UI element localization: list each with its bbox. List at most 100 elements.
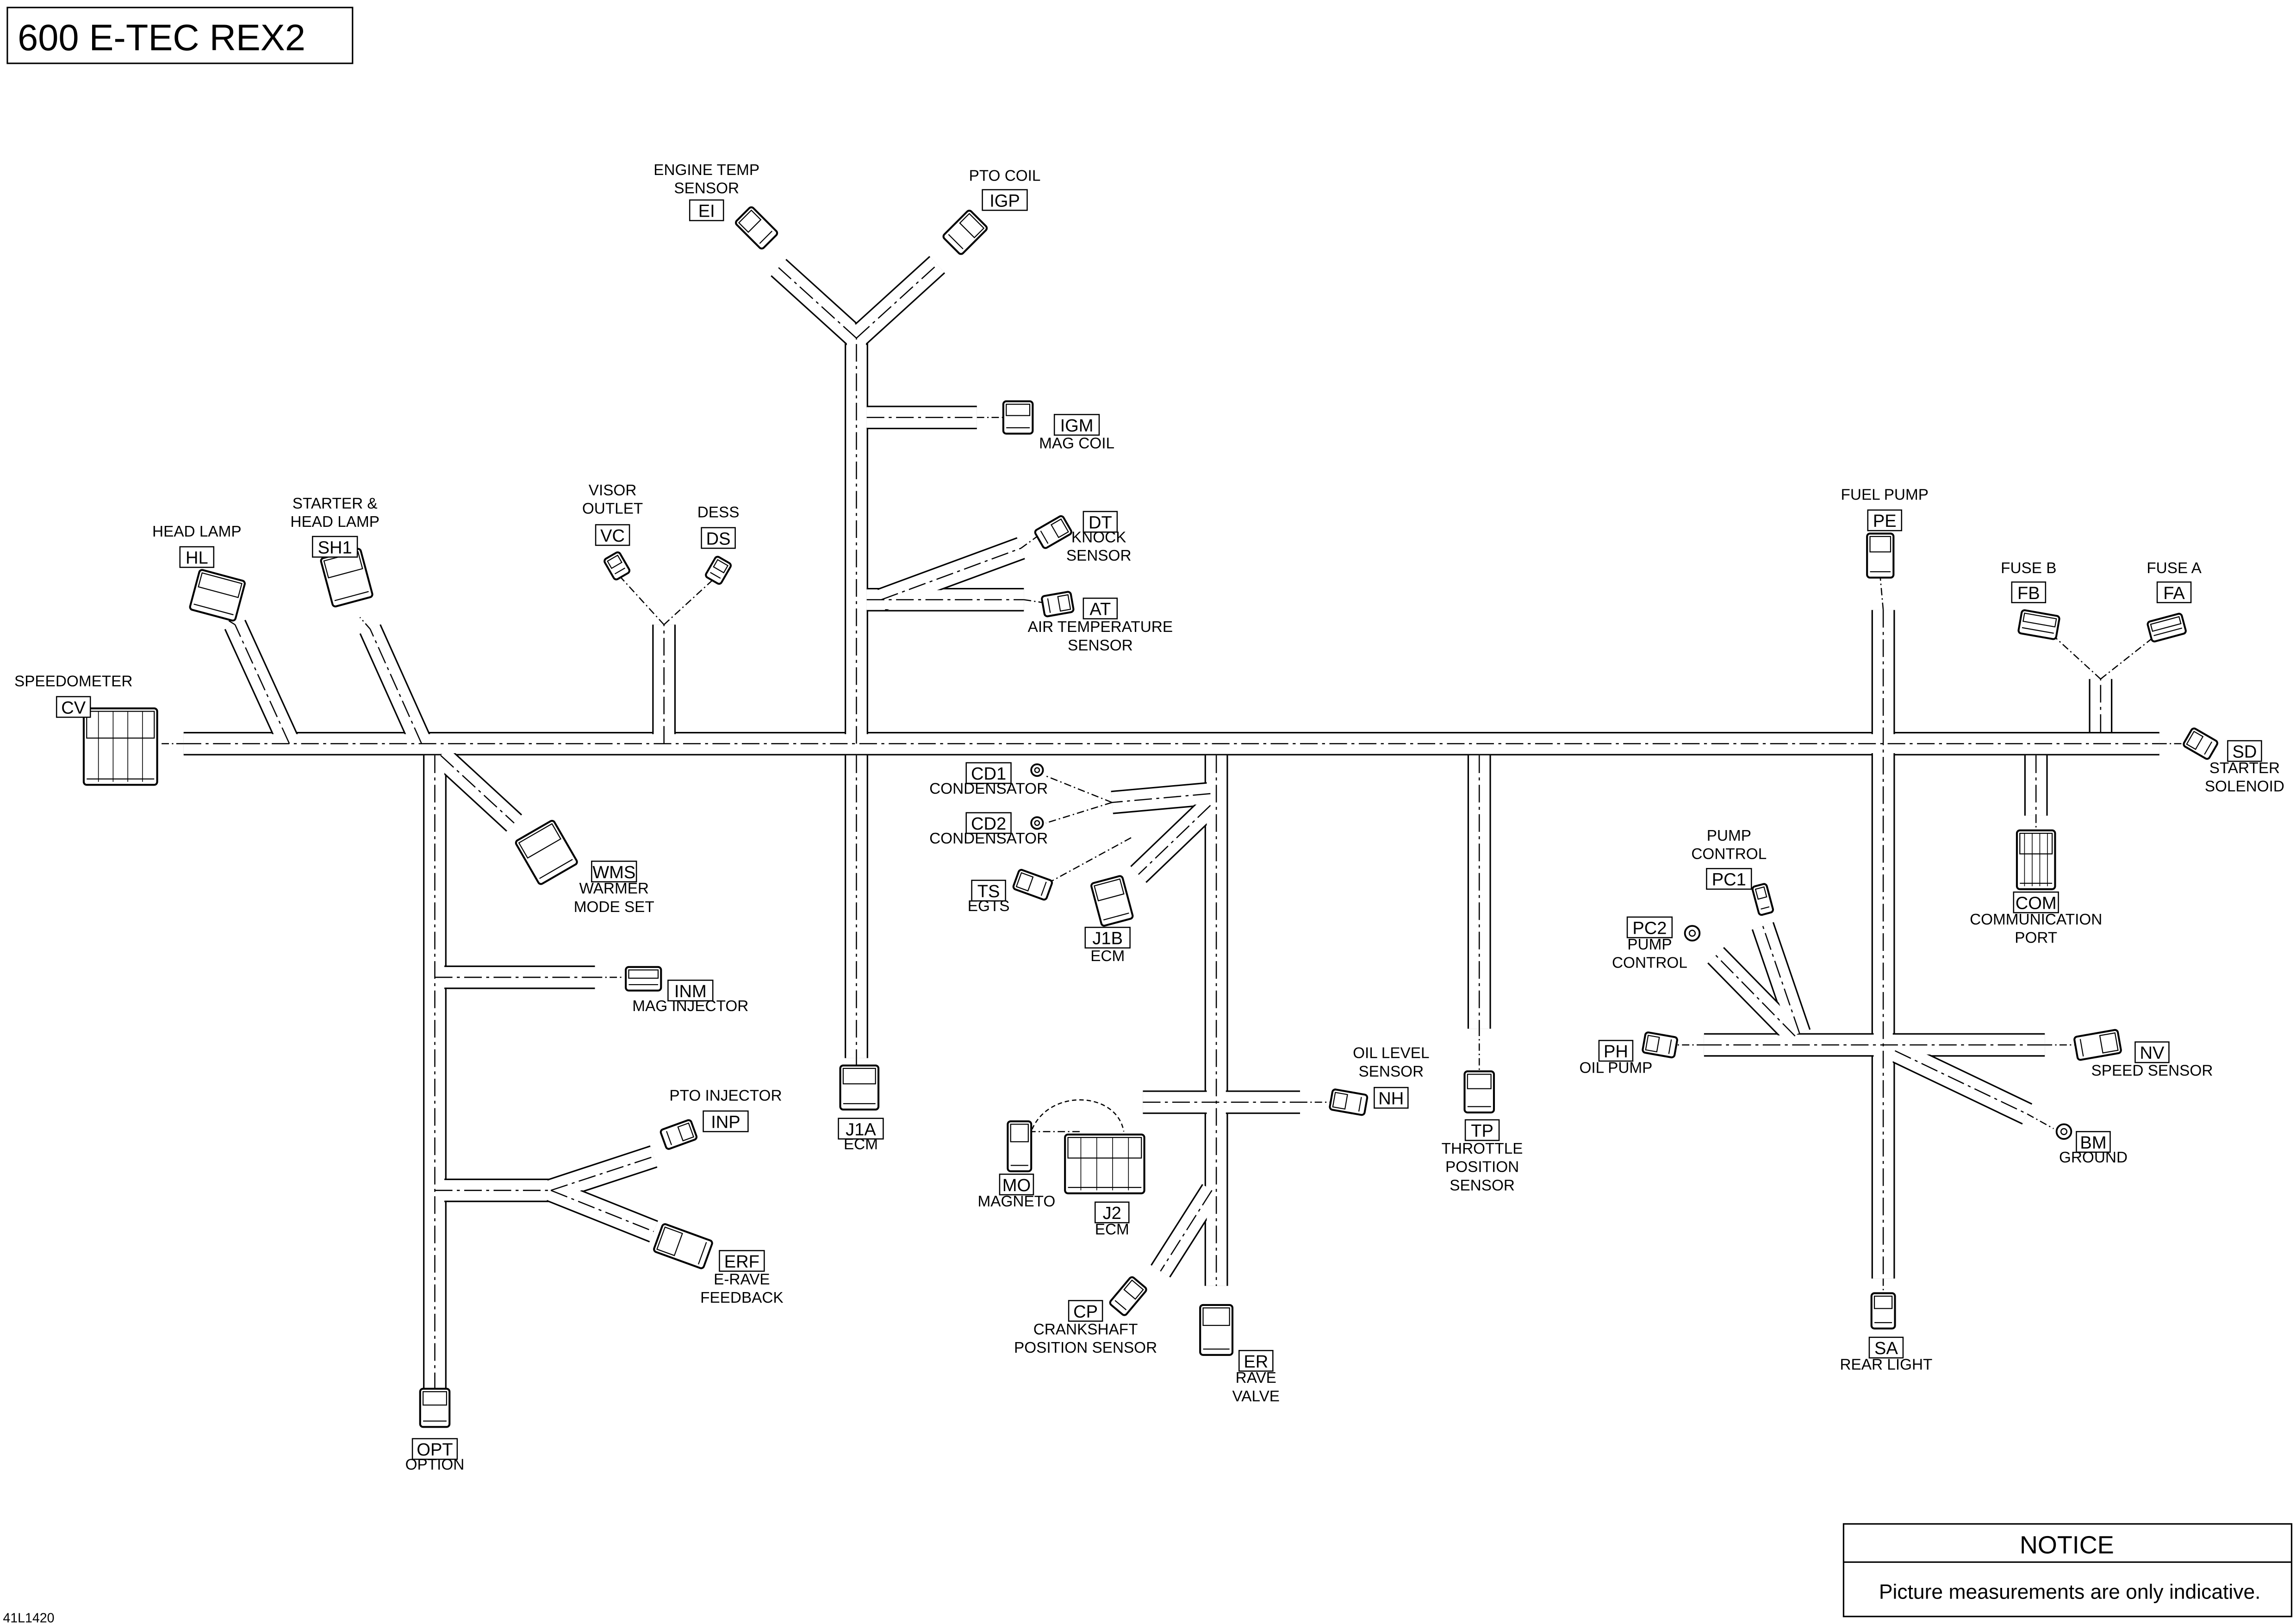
connector-code: J1A bbox=[846, 1120, 876, 1139]
ring-terminal-icon bbox=[1684, 925, 1701, 942]
connector-plug-icon bbox=[1109, 1276, 1147, 1316]
connector-plug-icon bbox=[604, 551, 631, 581]
connector-plug-icon bbox=[942, 210, 988, 255]
connector-code: PE bbox=[1873, 512, 1897, 531]
connector-code: CV bbox=[61, 698, 86, 718]
notice-heading: NOTICE bbox=[2020, 1531, 2114, 1559]
connector-label: SENSOR bbox=[1068, 637, 1133, 654]
connector-label: POSITION SENSOR bbox=[1014, 1339, 1157, 1356]
connector-label: FEEDBACK bbox=[700, 1289, 784, 1306]
connector-label: KNOCK bbox=[1071, 529, 1126, 546]
drawing-number: 41L1420 bbox=[3, 1611, 54, 1624]
connector-plug-icon bbox=[705, 556, 732, 585]
connector-label: MAGNETO bbox=[978, 1193, 1056, 1210]
connector-plug-icon bbox=[2016, 829, 2056, 890]
connector-code-box bbox=[1867, 509, 1903, 531]
connector-code: VC bbox=[600, 526, 625, 546]
connector-plug-icon bbox=[660, 1119, 698, 1150]
connector-label: ECM bbox=[844, 1136, 878, 1153]
connector-label: PORT bbox=[2015, 929, 2057, 946]
connector-code-box bbox=[689, 199, 724, 221]
ring-terminal-icon bbox=[2055, 1123, 2072, 1140]
connector-plug-icon bbox=[419, 1387, 451, 1428]
connector-label: STARTER & bbox=[292, 495, 378, 512]
ring-terminal-icon bbox=[1030, 763, 1044, 777]
connector-code: ER bbox=[1244, 1352, 1268, 1372]
connector-label: SENSOR bbox=[1358, 1063, 1424, 1080]
connector-plug-icon bbox=[1751, 883, 1774, 916]
dashed-lead bbox=[1045, 775, 1113, 803]
connector-code-box bbox=[965, 812, 1012, 834]
connector-code: HL bbox=[186, 549, 208, 568]
connector-label: ECM bbox=[1090, 948, 1125, 965]
connector-label: VISOR bbox=[589, 482, 637, 499]
connector-plug-icon bbox=[1064, 1133, 1145, 1194]
connector-label: CONDENSATOR bbox=[929, 830, 1048, 847]
dashed-leads bbox=[158, 417, 2189, 1396]
dashed-lead bbox=[616, 573, 665, 625]
connector-code-box bbox=[982, 189, 1028, 211]
connector-label: ENGINE TEMP bbox=[653, 162, 759, 179]
connector-code-box bbox=[179, 546, 215, 568]
connector-plug-icon bbox=[1002, 400, 1034, 435]
connector-code: NV bbox=[2140, 1043, 2164, 1063]
connector-label: MAG COIL bbox=[1039, 435, 1114, 452]
connector-plug-icon bbox=[1012, 868, 1053, 901]
connector-code-box bbox=[667, 980, 714, 1002]
connector-code: MO bbox=[1002, 1176, 1031, 1195]
connector-code-box bbox=[1083, 597, 1118, 619]
connector-code: J2 bbox=[1103, 1204, 1121, 1223]
connector-label: ECM bbox=[1095, 1221, 1129, 1238]
connector-code-box bbox=[965, 762, 1012, 784]
dashed-lead bbox=[1879, 577, 1884, 610]
connector-code: PH bbox=[1604, 1042, 1628, 1062]
dashed-lead bbox=[1020, 536, 1038, 549]
connector-code: SA bbox=[1874, 1339, 1898, 1358]
connector-plug-icon bbox=[653, 1223, 713, 1269]
connector-plug-icon bbox=[1199, 1304, 1234, 1356]
connector-plug-icon bbox=[2147, 612, 2187, 643]
connector-code: CD2 bbox=[971, 814, 1006, 834]
connector-code-box bbox=[1868, 1337, 1904, 1359]
notice-text: Picture measurements are only indicative… bbox=[1879, 1581, 2261, 1604]
connector-code: J1B bbox=[1092, 929, 1123, 949]
connector-code-box bbox=[2076, 1131, 2111, 1153]
